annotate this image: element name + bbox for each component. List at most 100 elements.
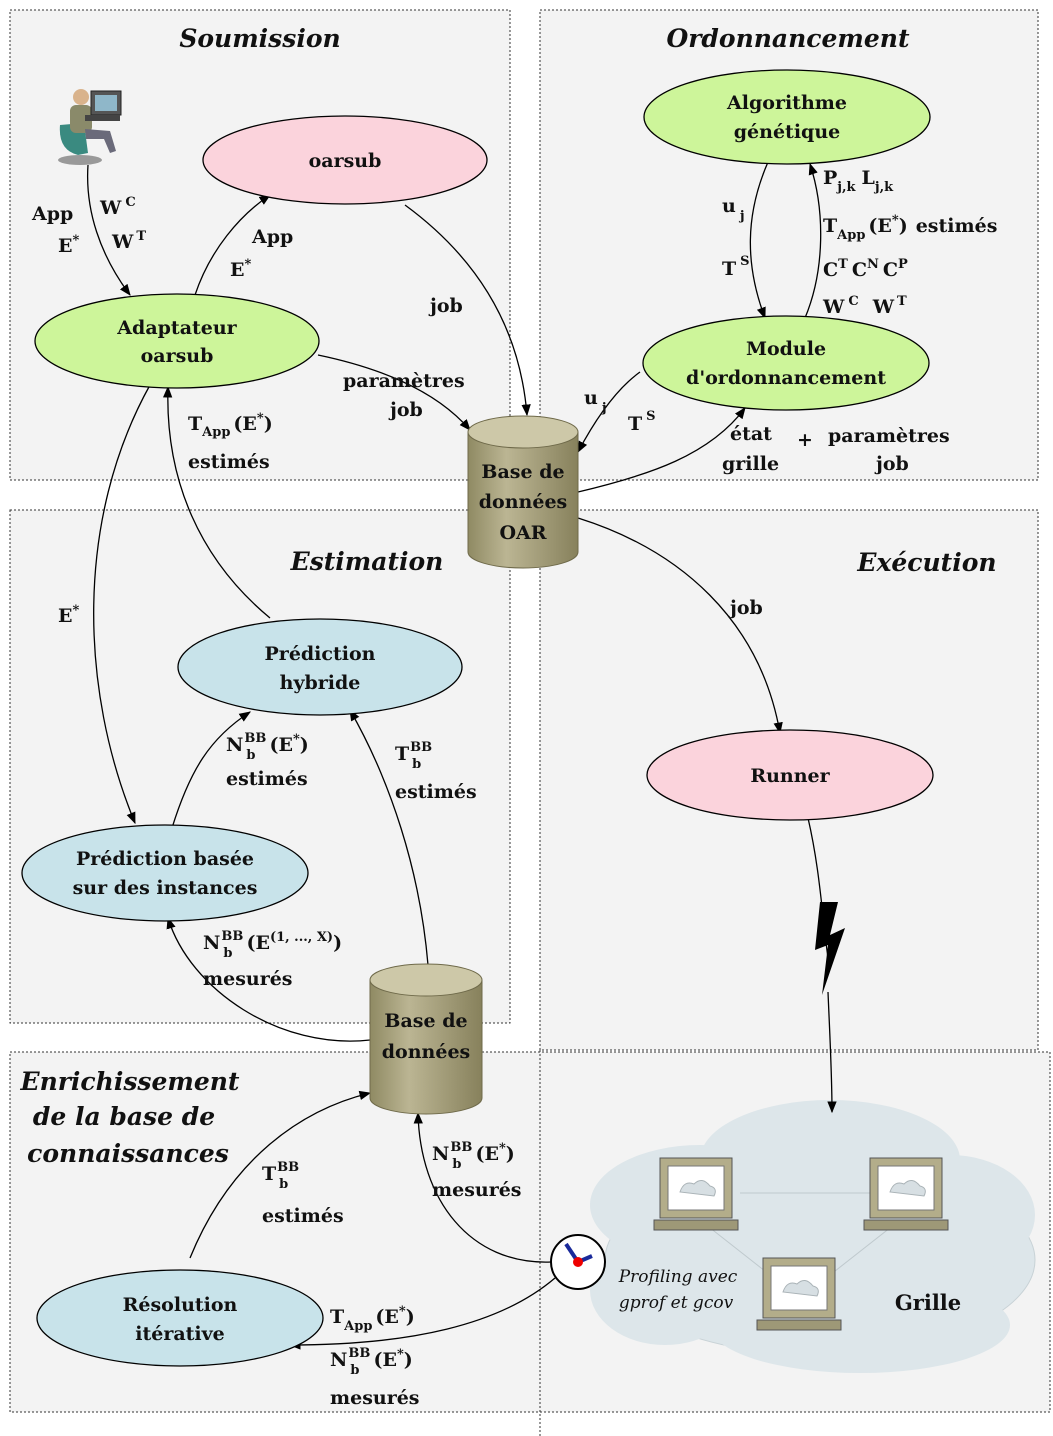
svg-text:état: état	[730, 423, 772, 445]
node-prediction-hybride: Prédiction hybride	[177, 618, 463, 716]
svg-text:estimés: estimés	[262, 1205, 344, 1227]
svg-text:WC: WC	[99, 195, 136, 219]
svg-text:TS: TS	[628, 409, 656, 435]
svg-text:job: job	[388, 399, 423, 421]
svg-text:Pj,kLj,k: Pj,kLj,k	[823, 167, 894, 195]
node-module: Module d'ordonnancement	[642, 315, 930, 411]
svg-text:paramètres: paramètres	[343, 370, 465, 392]
node-runner: Runner	[646, 729, 934, 821]
section-title-estimation: Estimation	[290, 547, 444, 576]
edge-bdd-hybride	[349, 708, 429, 966]
edge-oarsub-oar	[404, 204, 531, 417]
node-algorithme-label-1: Algorithme	[726, 92, 847, 114]
svg-text:job: job	[874, 453, 909, 475]
svg-text:estimés: estimés	[395, 781, 477, 803]
label-etat-grille: état grille + paramètres job	[722, 423, 950, 475]
section-title-enrichissement-3: connaissances	[27, 1139, 229, 1168]
node-prediction-instances-label-1: Prédiction basée	[76, 848, 254, 870]
edge-oar-runner	[577, 517, 783, 735]
edge-user-adaptateur	[86, 164, 131, 296]
svg-text:mesurés: mesurés	[203, 968, 293, 990]
node-oarsub: oarsub	[202, 115, 488, 205]
edge-instances-hybride	[171, 711, 251, 829]
node-module-label-1: Module	[746, 338, 826, 360]
svg-text:uj: uj	[584, 387, 607, 416]
edge-clock-resolution	[288, 1277, 556, 1350]
computer-icon	[863, 1157, 949, 1231]
node-adaptateur-label-2: oarsub	[141, 345, 214, 367]
label-adaptateur-oarsub: App E*	[230, 226, 293, 281]
node-prediction-instances: Prédiction basée sur des instances	[21, 824, 309, 922]
edge-adaptateur-oarsub	[194, 194, 271, 296]
label-oarsub-job: job	[428, 295, 463, 317]
section-soumission	[9, 9, 511, 481]
svg-text:TApp(E*)estimés: TApp(E*)estimés	[823, 213, 997, 243]
profiling-label-2: gprof et gcov	[619, 1293, 734, 1313]
svg-text:estimés: estimés	[188, 451, 270, 473]
label-adaptateur-instances-e: E*	[58, 603, 79, 627]
node-prediction-hybride-label-2: hybride	[280, 672, 361, 694]
node-adaptateur-label-1: Adaptateur	[116, 317, 237, 339]
node-algorithme: Algorithme génétique	[643, 69, 931, 165]
svg-text:uj: uj	[722, 195, 745, 224]
svg-text:E*: E*	[230, 257, 251, 281]
section-title-enrichissement-1: Enrichissement	[20, 1067, 240, 1096]
clock-icon	[550, 1234, 606, 1290]
edge-adaptateur-prediction-instances	[93, 384, 151, 825]
node-base-oar-label-1: Base de	[481, 461, 564, 483]
svg-text:TS: TS	[722, 254, 750, 280]
section-title-soumission: Soumission	[179, 24, 340, 53]
node-algorithme-label-2: génétique	[734, 121, 840, 143]
edge-oar-module	[577, 407, 746, 493]
label-oar-runner-job: job	[728, 597, 763, 619]
svg-text:App: App	[31, 203, 73, 225]
node-base-donnees-label-2: données	[382, 1041, 470, 1063]
grid-label: Grille	[895, 1290, 961, 1315]
node-resolution-label-2: itérative	[135, 1323, 225, 1345]
node-prediction-hybride-label-1: Prédiction	[265, 643, 376, 665]
user-at-computer-icon	[58, 89, 122, 165]
label-user-app-e: App E*	[31, 203, 79, 257]
node-adaptateur: Adaptateur oarsub	[34, 293, 320, 389]
section-title-ordonnancement: Ordonnancement	[666, 24, 909, 53]
label-tapp-estimes-1: TApp(E*) estimés	[188, 411, 273, 473]
svg-text:TApp(E*): TApp(E*)	[330, 1304, 415, 1334]
svg-text:grille: grille	[722, 453, 779, 475]
svg-text:mesurés: mesurés	[330, 1387, 420, 1409]
svg-text:mesurés: mesurés	[432, 1179, 522, 1201]
computer-icon	[653, 1157, 739, 1231]
svg-text:WT: WT	[111, 229, 146, 253]
node-resolution: Résolution itérative	[36, 1269, 324, 1367]
node-base-oar-label-2: données	[479, 491, 567, 513]
node-runner-label: Runner	[750, 765, 830, 787]
edge-algo-module	[749, 161, 769, 320]
edge-hybride-adaptateur	[162, 385, 271, 619]
edge-module-algo	[804, 162, 822, 319]
section-title-enrichissement-2: de la base de	[33, 1102, 215, 1131]
edge-resolution-bdd	[189, 1090, 372, 1259]
node-base-donnees-label-1: Base de	[384, 1010, 467, 1032]
computer-icon	[756, 1257, 842, 1331]
edge-adaptateur-oar	[317, 354, 471, 431]
edge-module-oar	[577, 371, 641, 454]
node-base-oar: Base de données OAR	[467, 415, 579, 569]
node-prediction-instances-label-2: sur des instances	[73, 877, 258, 899]
label-adaptateur-parametres: paramètres job	[343, 370, 465, 421]
node-base-oar-label-3: OAR	[499, 522, 546, 544]
node-resolution-label-1: Résolution	[123, 1294, 238, 1316]
svg-text:E*: E*	[58, 233, 79, 257]
